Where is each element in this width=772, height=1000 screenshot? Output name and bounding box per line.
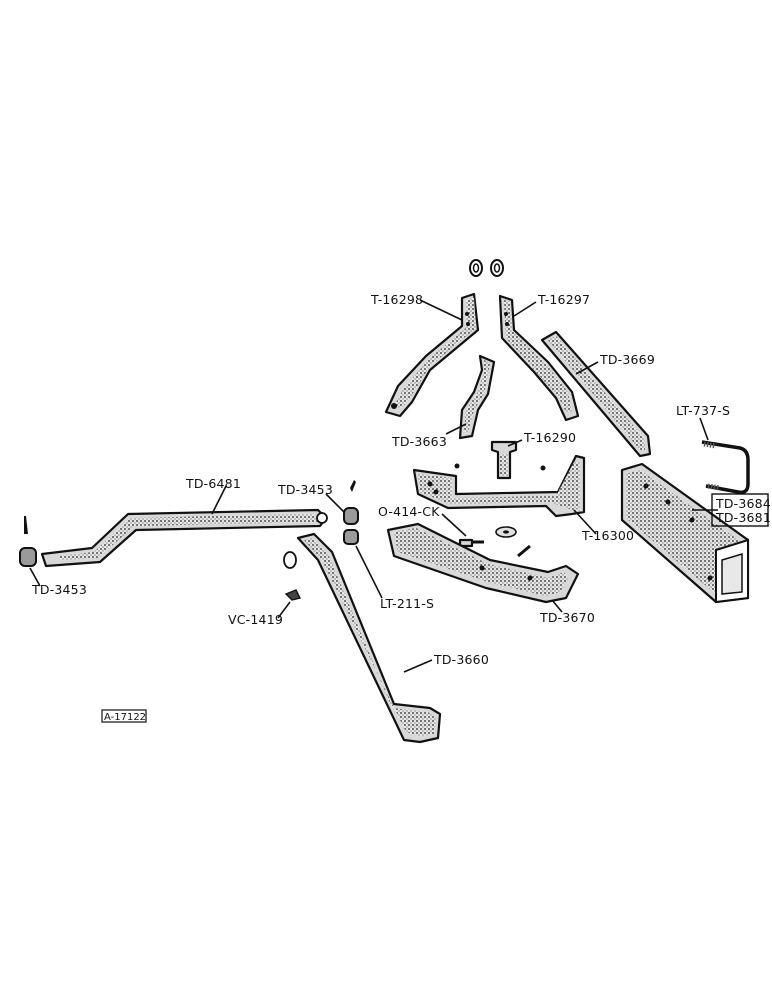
bushing-td3453-left — [19, 516, 37, 567]
bar-td3670 — [386, 522, 580, 604]
label-td6481: TD-6481 — [185, 476, 241, 491]
label-o414ck: O-414-CK — [378, 504, 440, 519]
label-lt211s: LT-211-S — [380, 596, 434, 611]
label-td3663: TD-3663 — [391, 434, 447, 449]
tube-td3684 — [620, 462, 750, 604]
label-t16300: T-16300 — [581, 528, 634, 543]
bracket-t16300 — [412, 454, 586, 518]
brace-t16298 — [384, 292, 480, 418]
label-td3681: TD-3681 — [715, 510, 771, 525]
bracket-td3663 — [458, 354, 496, 440]
washer-pair — [469, 259, 504, 277]
u-bolt-lt737s — [701, 440, 750, 495]
leader-lines — [29, 299, 718, 673]
label-t16297: T-16297 — [537, 292, 590, 307]
figure-tag: A-17122 — [104, 712, 146, 723]
bolt-t16290 — [490, 440, 518, 480]
label-td3669: TD-3669 — [599, 352, 655, 367]
label-td3453-top: TD-3453 — [277, 482, 333, 497]
label-td3660: TD-3660 — [433, 652, 489, 667]
figure-tag-box — [101, 709, 147, 723]
pin-o414ck — [458, 526, 531, 558]
label-box-td3684 — [711, 493, 769, 527]
bar-td3669 — [540, 330, 652, 458]
bushing-td3453-right — [343, 480, 359, 525]
label-t16298: T-16298 — [370, 292, 423, 307]
label-vc1419: VC-1419 — [228, 612, 283, 627]
label-td3670: TD-3670 — [539, 610, 595, 625]
label-td3684: TD-3684 — [715, 496, 771, 511]
label-t16290: T-16290 — [523, 430, 576, 445]
crank-td6481 — [40, 508, 328, 568]
bar-td3660 — [296, 532, 442, 744]
washer-vc1419 — [283, 551, 302, 601]
spacer-lt211s — [343, 529, 359, 545]
label-lt737s: LT-737-S — [676, 403, 730, 418]
brace-t16297 — [498, 294, 580, 422]
label-td3453-left: TD-3453 — [31, 582, 87, 597]
